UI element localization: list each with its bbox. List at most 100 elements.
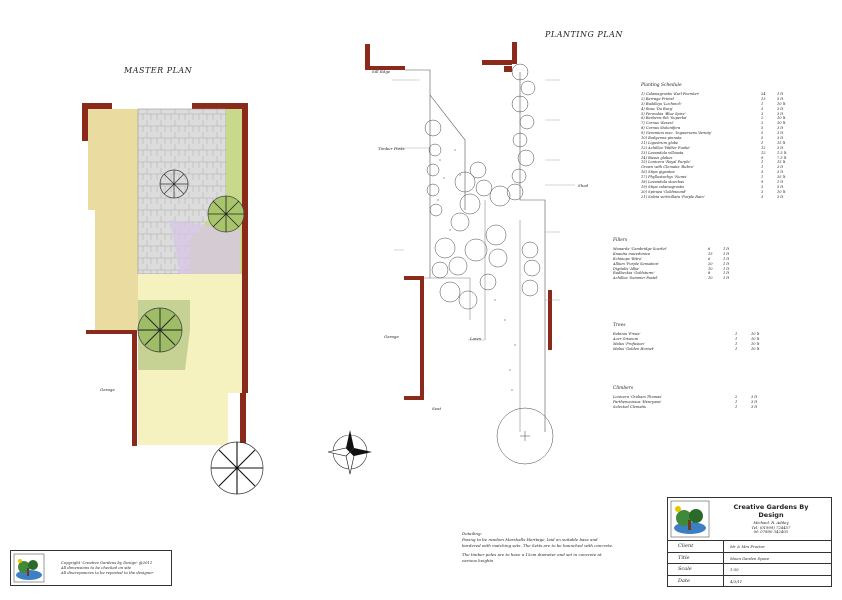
planting_schedule-qty: 24 [761,92,766,96]
planting_schedule-size: 1 lt [777,180,784,185]
detailing-line: The timber poles are to have a 15cm diam… [462,552,602,557]
fillers-size: 1 lt [723,266,730,271]
fillers-name: Achillea 'Summer Pastel' [613,276,659,281]
title-block-value: Moon Garden Space [724,551,831,564]
trees-qty: 1 [735,336,738,341]
planting_schedule-size: 3 lt [777,106,784,111]
trees-size: 10 lt [751,346,760,351]
planting_schedule-qty: 1 [761,165,764,170]
title-block-label: Date [668,574,724,586]
title-block-label: Scale [668,563,724,575]
seat-label: Seat [432,406,442,411]
planting_schedule-size: 35 lt [777,175,786,180]
detailing-line: various heights [462,558,494,563]
planting_schedule-qty: 1 [761,140,764,145]
shed-label: Shed [578,183,589,188]
planting_schedule-size: 15 lt [777,140,786,145]
detailing-heading: Detailing: [462,531,482,536]
planting_schedule-size: 1 lt [777,92,784,96]
boundary-wall [82,103,112,109]
copyright-box: Copyright 'Creative Gardens by Design' @… [10,550,172,586]
climbers-size: 3 lt [751,404,758,409]
planting_schedule-qty: 5 [761,136,764,141]
planting_schedule-qty: 3 [761,170,764,175]
lawn-label: Lawn [470,336,482,341]
planting-plan-title: PLANTING PLAN [545,30,623,39]
climbers-size: 3 lt [751,399,758,404]
climbers-heading: Climbers [613,386,634,391]
trees-qty: 1 [735,341,738,346]
compass-rose-icon [327,430,372,475]
planting_schedule-name: Grown with Clematis 'Rubra' [641,165,694,170]
planting_schedule-name: 20) Spiraea 'Goldmound' [641,189,687,194]
planting_schedule-name: 6) Berberis thb 'Superba' [641,116,688,121]
planting_schedule-size: 3 lt [777,194,784,199]
planting_schedule-name: 2) Berrage Friend [641,96,674,101]
fillers-name: Digitalis 'Alba' [613,266,640,271]
planting_schedule-row: 18) Lavandula stoechas 9 1 lt [641,180,801,185]
fillers-size: 1 lt [723,271,730,276]
fillers-qty: 20 [708,261,713,266]
fillers-name: Rudbeckia 'Goldsturm' [613,271,655,276]
planting_schedule-name: 7) Cornus 'Kesesi' [641,121,674,126]
title-block-label: Title [668,551,724,563]
sill-edge-label: Sill Edge [372,69,391,74]
planting_schedule-qty: 9 [761,180,764,185]
planting_schedule-name: 3) Buddleja 'Lochinch' [641,101,682,106]
planting_schedule-qty: 2 [761,116,764,121]
planting_schedule-qty: 12 [761,145,766,150]
title-block: Creative Gardens By Design Michael. R. A… [667,497,832,587]
planting_schedule-name: 21) Salvia verticillata 'Purple Rain' [641,194,705,199]
company-name-line2: Design [758,511,784,519]
planting_schedule-name: 5) Perovskia 'Blue Spire' [641,111,686,116]
planting_schedule-row: 21) Salvia verticillata 'Purple Rain' 3 3 … [641,195,801,200]
climbers-qty: 1 [735,399,738,404]
master-garage-label: Garage [100,387,115,392]
planting_schedule-qty: 5 [761,131,764,136]
planting_schedule-qty: 3 [761,194,764,199]
detailing-notes: Detailing: Paving to be random Marshalls… [462,531,613,564]
fillers-size: 1 lt [723,261,730,266]
fillers-qty: 15 [708,251,713,256]
planting_schedule-qty: 1 [761,101,764,106]
company-logo-icon [13,553,45,583]
planting_schedule-name: 17) Phyllostachys 'Nuras' [641,175,688,180]
company-name: Creative Gardens By [733,503,809,511]
fillers-heading: Fillers [613,238,628,243]
planting_schedule-size: 3 lt [777,145,784,150]
climbers-name: Lonicera 'Graham Thomas' [613,395,663,399]
planting_schedule-qty: 3 [761,111,764,116]
planting_schedule-qty: 3 [761,106,764,111]
designer-mobile: M: 07890 342405 [753,529,789,535]
trees-qty: 1 [735,332,738,336]
fillers-size: 1 lt [723,276,730,281]
planting_schedule-name: 13) Lavandula villosata [641,150,684,155]
planting-schedule: Planting Schedule 1) Calamagrostis 'Karl… [641,83,801,200]
planting_schedule-name: 18) Lavandula stoechas [641,180,685,185]
planting_schedule-name: 1) Calamagrostis 'Karl Foerster' [641,92,700,96]
master-plan-title: MASTER PLAN [124,66,193,75]
trees-size: 10 lt [751,332,760,336]
